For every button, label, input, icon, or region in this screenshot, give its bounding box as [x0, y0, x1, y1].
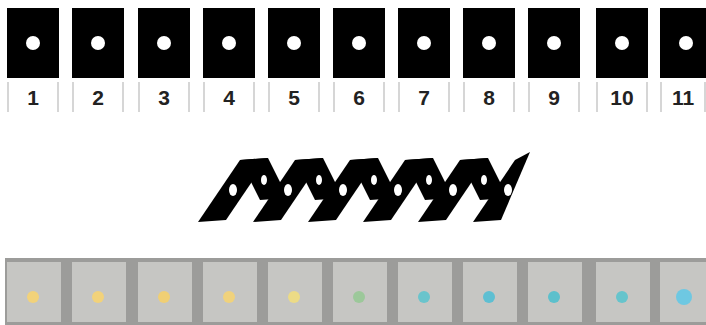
color-dot — [353, 291, 365, 303]
hole — [449, 184, 457, 196]
black-square — [72, 8, 124, 78]
hole — [284, 184, 292, 196]
cell-line — [660, 82, 662, 112]
black-square — [333, 8, 385, 78]
cell-line — [578, 82, 580, 112]
hole — [426, 175, 432, 185]
black-square — [596, 8, 648, 78]
cell-line — [318, 82, 320, 112]
hole — [547, 36, 561, 50]
grey-square — [596, 262, 650, 322]
hole — [91, 36, 105, 50]
cell-line — [596, 82, 598, 112]
hole — [222, 36, 236, 50]
folded-strip — [198, 152, 530, 222]
color-dot — [158, 291, 170, 303]
hole — [615, 36, 629, 50]
callout-number: 7 — [418, 87, 430, 108]
cell-line — [333, 82, 335, 112]
cell-line — [704, 82, 706, 112]
color-dot — [548, 291, 560, 303]
hole — [504, 184, 512, 196]
cell-line — [203, 82, 205, 112]
grey-square — [203, 262, 257, 322]
cell-line — [138, 82, 140, 112]
color-dot — [676, 289, 692, 305]
black-square — [268, 8, 320, 78]
hole — [679, 36, 693, 50]
hole — [371, 175, 377, 185]
strip-holes — [229, 175, 512, 196]
hole — [482, 36, 496, 50]
strip-ground — [5, 258, 706, 325]
callout-number: 4 — [223, 87, 235, 108]
callout-number: 9 — [548, 87, 560, 108]
photo-strip — [5, 258, 706, 325]
hole — [352, 36, 366, 50]
color-dot — [483, 291, 495, 303]
cell-line — [188, 82, 190, 112]
callout-number: 6 — [353, 87, 365, 108]
hole — [157, 36, 171, 50]
cell-line — [463, 82, 465, 112]
top-squares — [7, 8, 706, 78]
grey-square — [463, 262, 517, 322]
cell-line — [513, 82, 515, 112]
black-square — [203, 8, 255, 78]
cell-line — [7, 82, 9, 112]
callout-number: 5 — [288, 87, 300, 108]
grey-square — [268, 262, 322, 322]
color-dot — [288, 291, 300, 303]
cell-line — [383, 82, 385, 112]
color-dot — [223, 291, 235, 303]
grey-square — [660, 262, 706, 322]
color-dot — [418, 291, 430, 303]
callout-number: 3 — [158, 87, 170, 108]
black-square — [660, 8, 706, 78]
black-square — [398, 8, 450, 78]
callout-number: 11 — [672, 87, 694, 108]
grey-square — [528, 262, 582, 322]
color-dot — [616, 291, 628, 303]
cell-line — [398, 82, 400, 112]
grey-square — [138, 262, 192, 322]
cell-line — [253, 82, 255, 112]
callout-number: 8 — [483, 87, 495, 108]
hole — [316, 175, 322, 185]
black-square — [463, 8, 515, 78]
black-square — [7, 8, 59, 78]
hole — [261, 175, 267, 185]
cell-line — [268, 82, 270, 112]
black-square — [138, 8, 190, 78]
black-square — [528, 8, 580, 78]
callout-number: 2 — [92, 87, 104, 108]
hole — [229, 184, 237, 196]
grey-square — [398, 262, 452, 322]
cell-line — [72, 82, 74, 112]
strip-panel — [473, 152, 530, 222]
grey-square — [7, 262, 61, 322]
cell-line — [646, 82, 648, 112]
color-dot — [92, 291, 104, 303]
cell-line — [448, 82, 450, 112]
hole — [339, 184, 347, 196]
hole — [481, 175, 487, 185]
cell-line — [528, 82, 530, 112]
color-dot — [27, 291, 39, 303]
callout-number: 10 — [610, 87, 633, 108]
number-cell-lines — [8, 82, 705, 112]
cell-line — [122, 82, 124, 112]
grey-square — [333, 262, 387, 322]
hole — [394, 184, 402, 196]
cell-line — [57, 82, 59, 112]
callout-number: 1 — [27, 87, 39, 108]
hole — [26, 36, 40, 50]
hole — [417, 36, 431, 50]
grey-square — [72, 262, 126, 322]
hole — [287, 36, 301, 50]
